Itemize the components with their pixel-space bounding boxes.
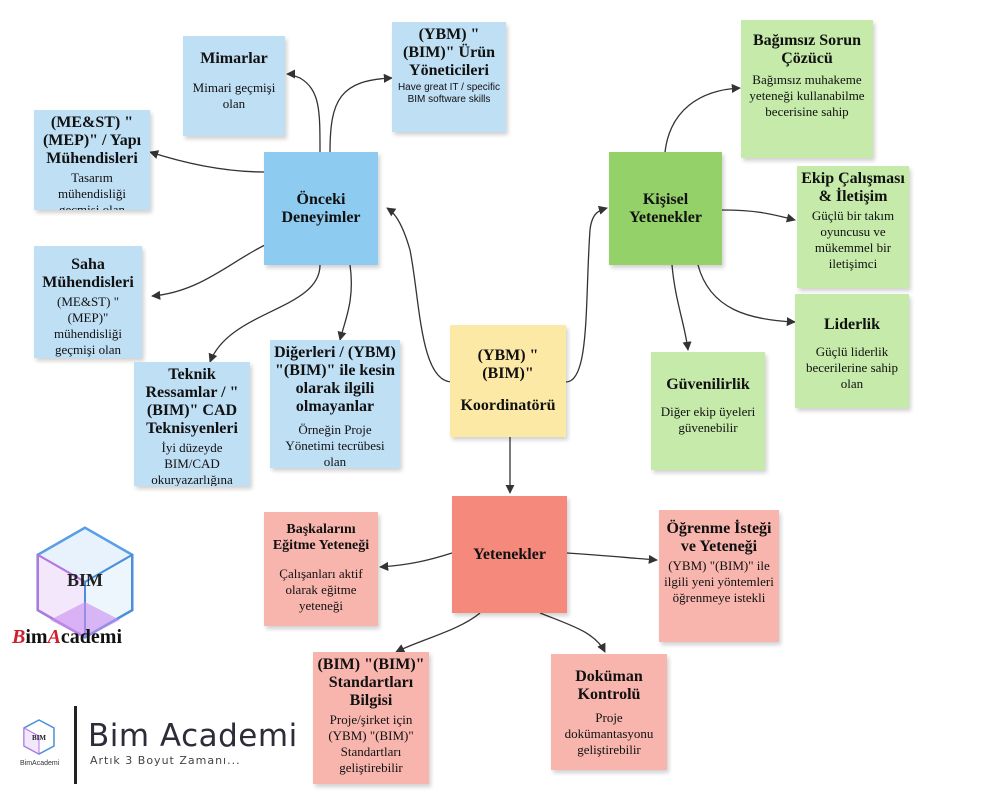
edge-yetenekler-ogrenme bbox=[566, 552, 658, 564]
node-onceki-deneyimler: Önceki Deneyimler bbox=[264, 152, 378, 265]
edge-kisisel-bagimsiz bbox=[664, 83, 741, 153]
node-bagimsiz: Bağımsız Sorun Çözücü Bağımsız muhakeme … bbox=[741, 20, 873, 158]
node-koordinator-subtitle: Koordinatörü bbox=[460, 397, 556, 414]
node-standartlar: (BIM) "(BIM)" Standartları Bilgisi Proje… bbox=[313, 652, 429, 784]
node-liderlik-title: Liderlik bbox=[823, 316, 880, 333]
node-ogrenme-title: Öğrenme İsteği ve Yeteneği bbox=[666, 520, 772, 555]
logo1-mark: BIM bbox=[67, 570, 103, 590]
node-baskalarini-title: Başkalarını Eğitme Yeteneği bbox=[272, 522, 370, 553]
edge-onceki-digerleri bbox=[337, 264, 352, 341]
node-dokuman-kontrolu: Doküman Kontrolü Proje dokümantasyonu ge… bbox=[551, 654, 667, 770]
edge-onceki-urun bbox=[329, 73, 393, 153]
node-guvenilirlik-title: Güvenilirlik bbox=[666, 376, 750, 393]
node-ogrenme-istegi: Öğrenme İsteği ve Yeteneği (YBM) "(BIM)"… bbox=[659, 510, 779, 642]
node-urun-yoneticileri: (YBM) "(BIM)" Ürün Yöneticileri Have gre… bbox=[392, 22, 506, 132]
node-guvenilirlik-body: Diğer ekip üyeleri güvenebilir bbox=[660, 404, 756, 435]
node-baskalarini-body: Çalışanları aktif olarak eğitme yeteneği bbox=[279, 566, 363, 613]
node-standart-body: Proje/şirket için (YBM) "(BIM)" Standart… bbox=[328, 712, 414, 775]
node-mep-title: (ME&ST) "(MEP)" / Yapı Mühendisleri bbox=[42, 114, 142, 167]
node-kisisel-yetenekler: Kişisel Yetenekler bbox=[609, 152, 722, 265]
node-digerleri-title: Diğerleri / (YBM) "(BIM)" ile kesin olar… bbox=[274, 344, 396, 415]
bimacademi-small-cube-icon: BIM bbox=[23, 719, 55, 755]
node-bagimsiz-title: Bağımsız Sorun Çözücü bbox=[752, 32, 861, 67]
node-koordinator-title: (YBM) "(BIM)" bbox=[477, 347, 539, 382]
node-yetenekler-title: Yetenekler bbox=[473, 545, 546, 563]
node-saha-title: Saha Mühendisleri bbox=[42, 256, 134, 291]
node-digerleri: Diğerleri / (YBM) "(BIM)" ile kesin olar… bbox=[270, 340, 400, 468]
bimacademi-brand-name: Bim Academi bbox=[88, 718, 298, 754]
logo-divider bbox=[74, 706, 77, 784]
node-ekip-title: Ekip Çalışması & İletişim bbox=[801, 170, 905, 205]
node-teknik-title: Teknik Ressamlar / "(BIM)" CAD Teknisyen… bbox=[145, 366, 239, 437]
node-mimarlar-title: Mimarlar bbox=[200, 50, 268, 67]
node-ekip-calismasi: Ekip Çalışması & İletişim Güçlü bir takı… bbox=[797, 166, 909, 288]
bimacademi-small-label: BimAcademi bbox=[20, 760, 60, 767]
edge-onceki-mimarlar bbox=[286, 69, 321, 153]
node-teknik-body: İyi düzeyde BIM/CAD okuryazarlığına sahi… bbox=[151, 440, 233, 486]
node-mimarlar-body: Mimari geçmişi olan bbox=[192, 80, 276, 111]
node-mep-muhendisleri: (ME&ST) "(MEP)" / Yapı Mühendisleri Tasa… bbox=[34, 110, 150, 210]
edge-yetenekler-standart bbox=[395, 612, 481, 653]
bimacademi-tagline: Artık 3 Boyut Zamanı... bbox=[90, 754, 241, 767]
node-saha-body: (ME&ST) "(MEP)" mühendisliği geçmişi ola… bbox=[54, 294, 122, 357]
node-dokuman-title: Doküman Kontrolü bbox=[575, 668, 643, 703]
node-mep-body: Tasarım mühendisliği geçmişi olan bbox=[58, 170, 126, 210]
node-dokuman-body: Proje dokümantasyonu geliştirebilir bbox=[564, 710, 654, 757]
edge-kisisel-ekip bbox=[721, 209, 796, 223]
node-liderlik: Liderlik Güçlü liderlik becerilerine sah… bbox=[795, 294, 909, 408]
node-kisisel-title: Kişisel Yetenekler bbox=[629, 190, 702, 226]
node-baskalarini-egitme: Başkalarını Eğitme Yeteneği Çalışanları … bbox=[264, 512, 378, 626]
node-urun-title: (YBM) "(BIM)" Ürün Yöneticileri bbox=[403, 26, 495, 79]
node-koordinator: (YBM) "(BIM)" Koordinatörü bbox=[450, 325, 566, 437]
edge-yetenekler-dokuman bbox=[539, 612, 606, 653]
node-ekip-body: Güçlü bir takım oyuncusu ve mükemmel bir… bbox=[811, 208, 895, 271]
edge-center-kisisel bbox=[565, 205, 608, 383]
node-bagimsiz-body: Bağımsız muhakeme yeteneği kullanabilme … bbox=[749, 72, 865, 119]
logo2-mark: BIM bbox=[32, 734, 46, 742]
node-guvenilirlik: Güvenilirlik Diğer ekip üyeleri güvenebi… bbox=[651, 352, 765, 470]
node-ogrenme-body: (YBM) "(BIM)" ile ilgili yeni yöntemleri… bbox=[664, 558, 774, 605]
edge-onceki-saha bbox=[151, 244, 266, 300]
node-onceki-title: Önceki Deneyimler bbox=[281, 190, 361, 226]
edge-onceki-mep bbox=[149, 150, 266, 173]
node-standart-title: (BIM) "(BIM)" Standartları Bilgisi bbox=[317, 656, 425, 709]
node-saha-muhendisleri: Saha Mühendisleri (ME&ST) "(MEP)" mühend… bbox=[34, 246, 142, 358]
node-yetenekler: Yetenekler bbox=[452, 496, 567, 613]
edge-yetenekler-baskalarini bbox=[379, 552, 453, 571]
bimacademi-wordmark: BimAcademi bbox=[12, 626, 122, 648]
bimacademi-cube-logo: BIM bbox=[35, 526, 135, 639]
node-teknik-ressamlar: Teknik Ressamlar / "(BIM)" CAD Teknisyen… bbox=[134, 362, 250, 486]
node-digerleri-body: Örneğin Proje Yönetimi tecrübesi olan bbox=[285, 422, 385, 468]
node-urun-body: Have great IT / specific BIM software sk… bbox=[397, 82, 501, 105]
node-mimarlar: Mimarlar Mimari geçmişi olan bbox=[183, 36, 285, 136]
node-liderlik-body: Güçlü liderlik becerilerine sahip olan bbox=[805, 344, 899, 391]
edge-kisisel-guvenilirlik bbox=[671, 264, 692, 351]
edge-kisisel-liderlik bbox=[697, 264, 796, 327]
